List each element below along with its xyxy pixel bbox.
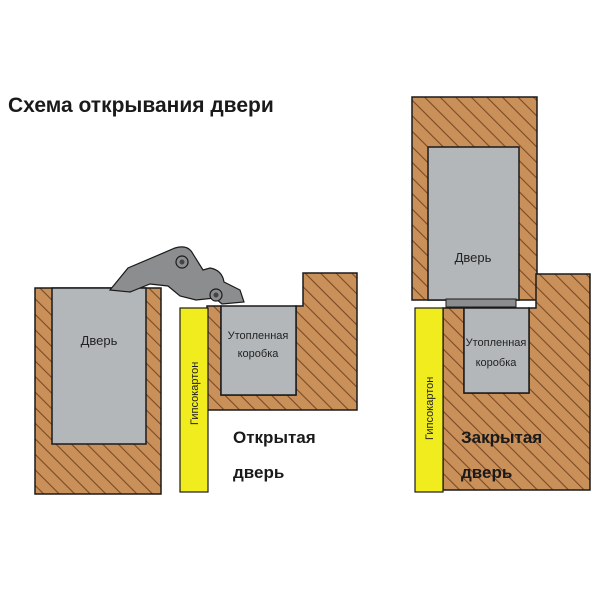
box-label-line1-open: Утопленная	[228, 330, 289, 342]
drywall-open	[179, 307, 209, 493]
door-label-closed: Дверь	[455, 250, 492, 265]
open-door-scheme: Дверь Утопленная коробка Гипсокартон Отк…	[34, 246, 358, 495]
recessed-box-closed	[463, 307, 530, 394]
door-label-open: Дверь	[81, 333, 118, 348]
diagram-title: Схема открывания двери	[8, 94, 274, 117]
door-leaf-closed	[427, 146, 520, 301]
box-label-line1-closed: Утопленная	[466, 337, 527, 349]
box-label-line2-closed: коробка	[476, 357, 518, 369]
door-leaf-open	[51, 287, 147, 445]
closed-door-scheme: Дверь Утопленная коробка Гипсокартон Зак…	[411, 96, 591, 493]
box-label-line2-open: коробка	[238, 348, 280, 360]
recessed-box-open	[220, 305, 297, 396]
hinge-closed	[445, 298, 517, 308]
closed-door-label-line1: Закрытая	[461, 428, 542, 447]
drywall-label-open: Гипсокартон	[189, 362, 201, 425]
drywall-closed	[414, 307, 444, 493]
drywall-label-closed: Гипсокартон	[424, 377, 436, 440]
open-door-label-line1: Открытая	[233, 428, 316, 447]
open-door-label-line2: дверь	[233, 463, 284, 482]
closed-door-label-line2: дверь	[461, 463, 512, 482]
hinge-open	[108, 246, 245, 305]
